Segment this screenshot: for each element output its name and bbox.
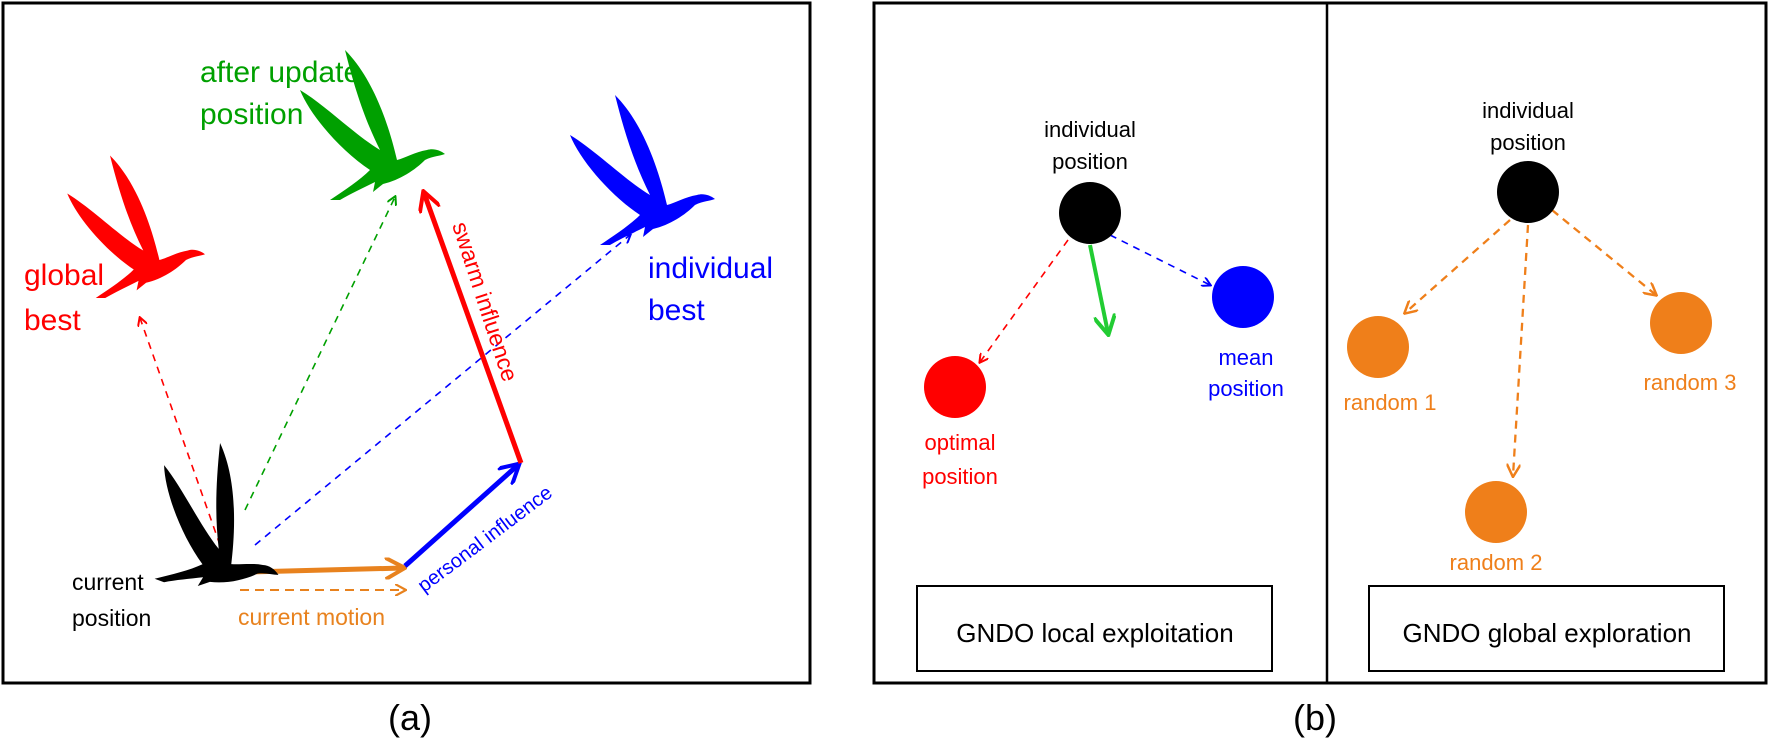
label-global-best-line2: best	[24, 304, 81, 337]
arrow-swarm-influence	[424, 193, 524, 464]
global-exploration-box	[1368, 585, 1725, 672]
arrow-to-random2	[1513, 224, 1530, 476]
label-current-motion: current motion	[238, 604, 385, 630]
arrow-personal-influence	[403, 465, 518, 568]
arrow-to-mean	[1109, 234, 1210, 285]
individual-best-bird-icon	[570, 95, 715, 245]
arrow-to-random3	[1551, 209, 1656, 295]
label-current-position-line2: position	[72, 605, 151, 631]
caption-a: (a)	[388, 697, 432, 738]
random3-node	[1650, 292, 1712, 354]
label-after-update-line2: position	[200, 98, 303, 131]
label-after-update-line1: after update	[200, 56, 360, 89]
label-global-exploration: GNDO global exploration	[1402, 618, 1691, 648]
label-optimal-line2: position	[922, 464, 998, 489]
label-individual-best-line1: individual	[648, 252, 773, 285]
panel-b-frame	[872, 1, 1768, 685]
label-global-individual-line2: position	[1490, 130, 1566, 155]
label-current-position-line1: current	[72, 569, 144, 595]
arrow-to-optimal	[980, 239, 1069, 362]
label-mean-line2: position	[1208, 376, 1284, 401]
mean-position-node	[1212, 266, 1274, 328]
label-optimal-line1: optimal	[925, 430, 996, 455]
individual-position-node	[1059, 182, 1121, 244]
label-random1: random 1	[1344, 390, 1437, 415]
panel-a-frame	[1, 1, 812, 685]
label-mean-line1: mean	[1218, 345, 1273, 370]
arrow-to-individual-best	[254, 235, 630, 546]
label-global-individual-line1: individual	[1482, 98, 1574, 123]
arrow-local-step	[1088, 244, 1108, 333]
label-local-individual-line1: individual	[1044, 117, 1136, 142]
arrow-to-global-best	[140, 318, 221, 546]
random1-node	[1347, 316, 1409, 378]
label-random3: random 3	[1644, 370, 1737, 395]
arrow-to-random1	[1405, 219, 1511, 313]
local-exploitation-box	[916, 585, 1273, 672]
label-random2: random 2	[1450, 550, 1543, 575]
optimal-position-node	[924, 356, 986, 418]
label-local-individual-line2: position	[1052, 149, 1128, 174]
caption-b: (b)	[1293, 697, 1337, 738]
label-local-exploitation: GNDO local exploitation	[956, 618, 1233, 648]
random2-node	[1465, 481, 1527, 543]
label-individual-best-line2: best	[648, 294, 705, 327]
arrow-to-after-update	[244, 197, 395, 511]
global-individual-node	[1497, 161, 1559, 223]
label-global-best-line1: global	[24, 259, 104, 292]
